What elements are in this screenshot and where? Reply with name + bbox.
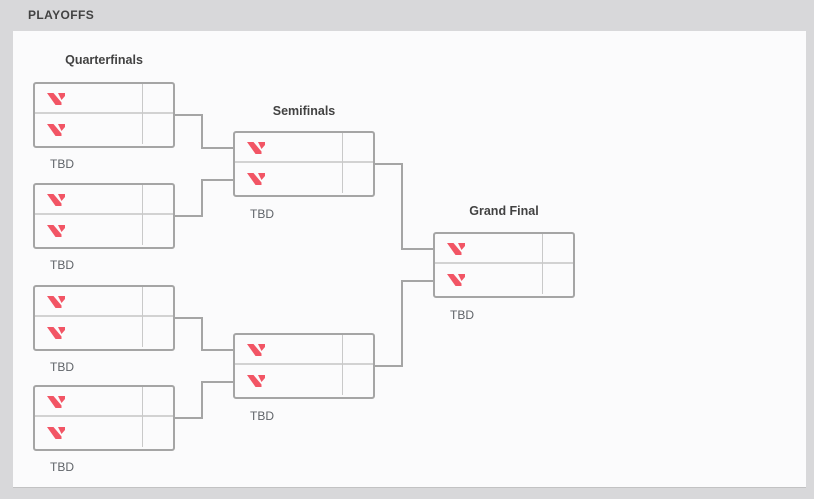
score-cell: [142, 84, 173, 114]
connector-line: [375, 163, 402, 165]
team-row: [235, 365, 373, 395]
connector-line: [201, 381, 233, 383]
score-cell: [342, 133, 373, 163]
valorant-logo-icon: [446, 241, 466, 256]
page-title: PLAYOFFS: [28, 8, 95, 22]
round-label-quarterfinals: Quarterfinals: [65, 53, 143, 67]
valorant-logo-icon: [46, 192, 66, 207]
score-cell: [142, 215, 173, 245]
score-cell: [542, 264, 573, 294]
connector-line: [201, 147, 233, 149]
match-grand-final[interactable]: [433, 232, 575, 298]
score-cell: [342, 335, 373, 365]
connector-line: [201, 179, 233, 181]
score-cell: [142, 114, 173, 144]
score-cell: [142, 287, 173, 317]
connector-line: [201, 179, 203, 217]
score-cell: [142, 185, 173, 215]
match-footer: TBD: [50, 460, 74, 474]
connector-line: [401, 248, 433, 250]
match-quarterfinal-4[interactable]: [33, 385, 175, 451]
connector-line: [201, 317, 203, 351]
team-row: [35, 84, 173, 114]
match-semifinal-1[interactable]: [233, 131, 375, 197]
connector-line: [175, 114, 202, 116]
connector-line: [401, 163, 403, 250]
valorant-logo-icon: [46, 122, 66, 137]
match-footer: TBD: [50, 360, 74, 374]
round-label-grand-final: Grand Final: [469, 204, 539, 218]
valorant-logo-icon: [46, 91, 66, 106]
score-cell: [542, 234, 573, 264]
match-semifinal-2[interactable]: [233, 333, 375, 399]
score-cell: [342, 365, 373, 395]
team-row: [35, 417, 173, 447]
team-row: [35, 287, 173, 317]
score-cell: [142, 417, 173, 447]
bracket-card: Quarterfinals Semifinals Grand Final TBD: [13, 31, 806, 487]
team-row: [435, 234, 573, 264]
team-row: [35, 185, 173, 215]
match-footer: TBD: [50, 258, 74, 272]
connector-line: [401, 280, 433, 282]
valorant-logo-icon: [246, 140, 266, 155]
team-row: [235, 335, 373, 365]
valorant-logo-icon: [46, 394, 66, 409]
valorant-logo-icon: [46, 425, 66, 440]
match-footer: TBD: [450, 308, 474, 322]
connector-line: [175, 215, 202, 217]
valorant-logo-icon: [246, 171, 266, 186]
connector-line: [201, 114, 203, 149]
valorant-logo-icon: [46, 223, 66, 238]
round-label-semifinals: Semifinals: [272, 104, 336, 118]
team-row: [435, 264, 573, 294]
connector-line: [375, 365, 402, 367]
connector-line: [175, 417, 202, 419]
match-quarterfinal-1[interactable]: [33, 82, 175, 148]
match-quarterfinal-3[interactable]: [33, 285, 175, 351]
team-row: [35, 114, 173, 144]
team-row: [235, 163, 373, 193]
score-cell: [142, 387, 173, 417]
valorant-logo-icon: [46, 325, 66, 340]
team-row: [35, 317, 173, 347]
valorant-logo-icon: [246, 373, 266, 388]
connector-line: [175, 317, 202, 319]
page-header: PLAYOFFS: [0, 0, 814, 31]
match-footer: TBD: [250, 409, 274, 423]
score-cell: [142, 317, 173, 347]
team-row: [35, 387, 173, 417]
team-row: [35, 215, 173, 245]
valorant-logo-icon: [446, 272, 466, 287]
team-row: [235, 133, 373, 163]
connector-line: [401, 280, 403, 367]
match-footer: TBD: [50, 157, 74, 171]
valorant-logo-icon: [46, 294, 66, 309]
valorant-logo-icon: [246, 342, 266, 357]
score-cell: [342, 163, 373, 193]
connector-line: [201, 381, 203, 419]
match-footer: TBD: [250, 207, 274, 221]
match-quarterfinal-2[interactable]: [33, 183, 175, 249]
connector-line: [201, 349, 233, 351]
